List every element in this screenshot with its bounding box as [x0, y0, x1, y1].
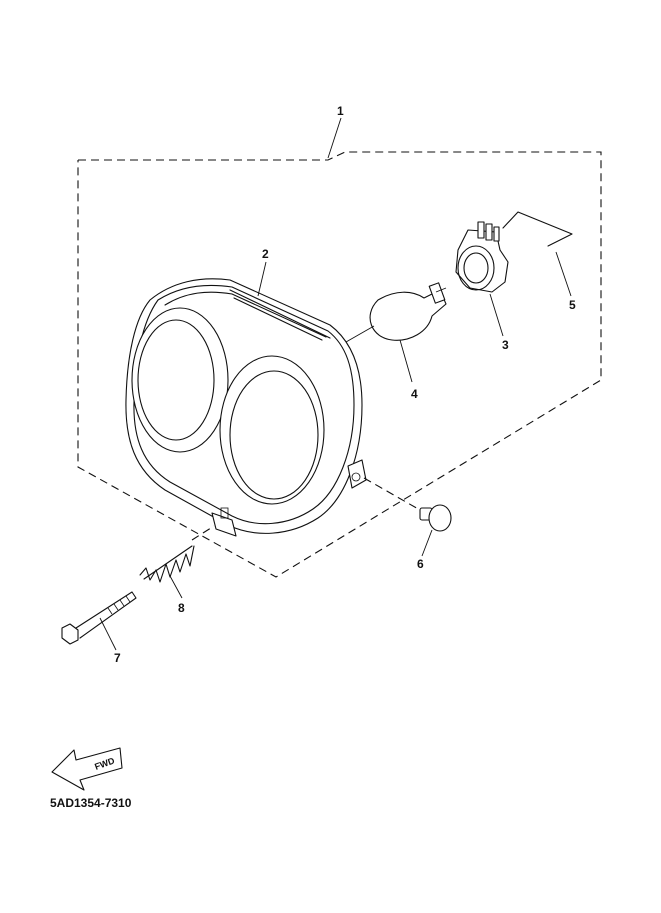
mount-axis — [363, 477, 421, 511]
leader-8 — [169, 575, 183, 599]
grommet — [419, 504, 452, 532]
bolt — [61, 591, 137, 645]
bulb-socket — [455, 221, 509, 293]
bolt-axis — [191, 525, 215, 541]
assembly-boundary — [77, 151, 602, 578]
leader-1 — [327, 117, 342, 159]
spring — [139, 545, 195, 583]
leader-7 — [99, 617, 117, 651]
headlight-unit — [125, 278, 367, 537]
diagram-code: 5AD1354-7310 — [50, 796, 132, 810]
callout-5: 5 — [569, 298, 576, 312]
leader-3 — [489, 293, 504, 337]
callout-6: 6 — [417, 557, 424, 571]
leader-5 — [555, 251, 572, 297]
bulb-axis — [345, 325, 375, 343]
bulb — [369, 282, 447, 341]
wire-lead — [502, 211, 573, 247]
callout-3: 3 — [502, 338, 509, 352]
callout-8: 8 — [178, 601, 185, 615]
fwd-arrow-icon: FWD — [51, 747, 123, 791]
leader-6 — [421, 529, 433, 557]
leader-4 — [399, 339, 413, 383]
callout-7: 7 — [114, 651, 121, 665]
callout-4: 4 — [411, 387, 418, 401]
callout-2: 2 — [262, 247, 269, 261]
leader-2 — [257, 261, 267, 297]
callout-1: 1 — [337, 104, 344, 118]
